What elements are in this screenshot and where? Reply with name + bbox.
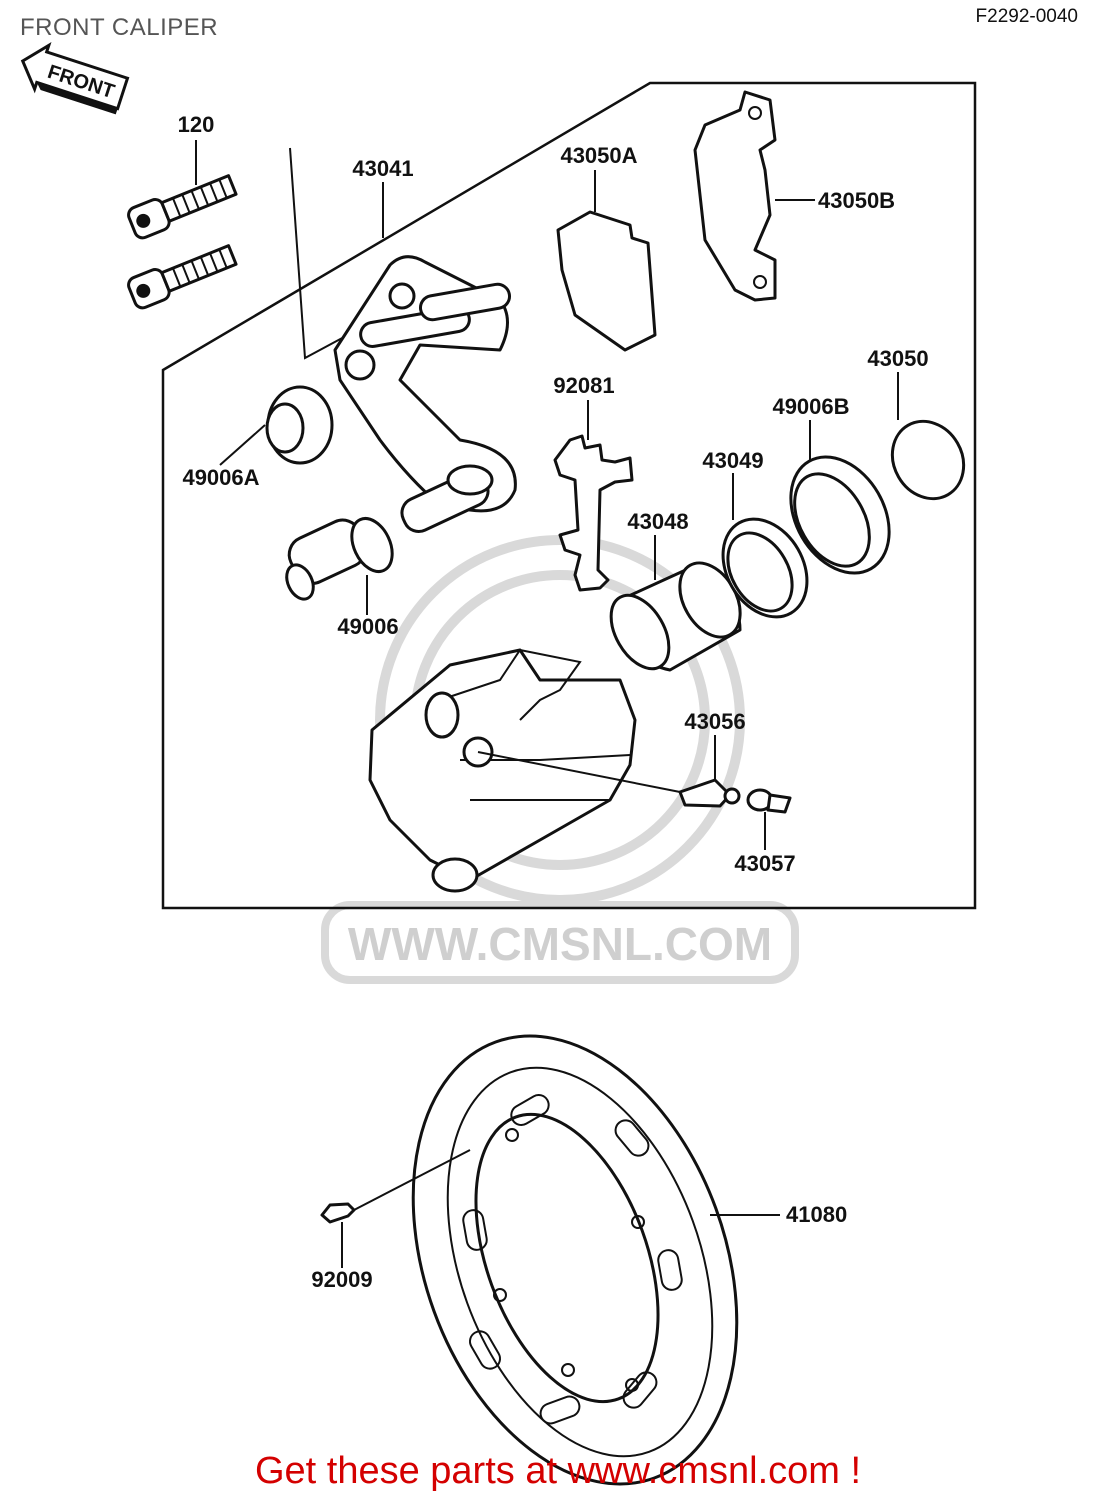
pad-spring-92081 (553, 434, 634, 592)
caliper-body (368, 648, 637, 893)
piston-43048 (609, 561, 742, 672)
callout-43041: 43041 (352, 156, 413, 181)
callout-43050B: 43050B (818, 188, 895, 213)
cap-43050 (890, 419, 966, 501)
callout-92009: 92009 (311, 1267, 372, 1292)
diagram-code: F2292-0040 (975, 6, 1078, 27)
dust-seal-49006B (789, 455, 891, 575)
callout-43050: 43050 (867, 346, 928, 371)
cta-link[interactable]: Get these parts at www.cmsnl.com ! (254, 1450, 862, 1492)
assembly-frame (161, 81, 977, 910)
callout-49006B: 49006B (772, 394, 849, 419)
bolt-120 (127, 174, 238, 310)
leader-lines (195, 140, 899, 1268)
watermark-text: WWW.CMSNL.COM (348, 918, 772, 970)
brake-pad-43050A (556, 210, 657, 352)
callout-labels: 120 43041 43050A 43050B 43050 92081 4900… (178, 112, 929, 1292)
callout-43048: 43048 (627, 509, 688, 534)
callout-92081: 92081 (553, 373, 614, 398)
callout-120: 120 (178, 112, 215, 137)
dust-seal-49006A (265, 385, 334, 465)
callout-43050A: 43050A (560, 143, 637, 168)
callout-43057: 43057 (734, 851, 795, 876)
bleeder-cap-43057 (746, 788, 792, 814)
brake-disc-41080 (411, 1034, 739, 1486)
cta-banner: Get these parts at www.cmsnl.com ! (0, 1450, 1116, 1493)
front-arrow-icon: FRONT (20, 41, 130, 115)
bleeder-valve-43056 (477, 751, 741, 808)
callout-41080: 41080 (786, 1202, 847, 1227)
page-title: FRONT CALIPER (20, 14, 219, 41)
callout-43049: 43049 (702, 448, 763, 473)
callout-49006: 49006 (337, 614, 398, 639)
brake-pad-43050B (693, 90, 777, 302)
piston-seal-43049 (721, 517, 809, 619)
caliper-bracket-43041 (333, 255, 517, 533)
callout-49006A: 49006A (182, 465, 259, 490)
callout-43056: 43056 (684, 709, 745, 734)
slide-pin-49006 (285, 517, 394, 601)
disc-screw-92009 (320, 1149, 471, 1224)
